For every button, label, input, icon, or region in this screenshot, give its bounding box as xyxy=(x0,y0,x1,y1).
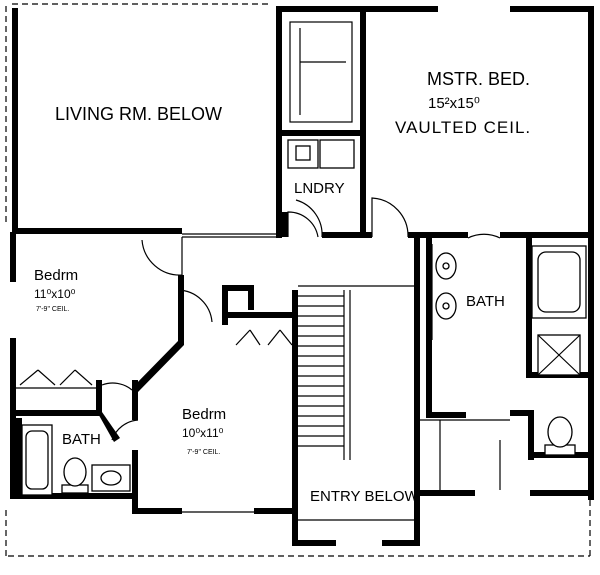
doors xyxy=(101,197,501,441)
bedroom-center-size: 10⁰x11⁰ xyxy=(182,426,224,440)
master-bed-size: 15²x15⁰ xyxy=(428,95,480,112)
fixtures xyxy=(61,139,576,494)
bath-left-label: BATH xyxy=(62,431,101,448)
bedroom-center-note: 7'-9" CEIL. xyxy=(187,449,220,456)
laundry-label: LNDRY xyxy=(294,180,345,197)
bedroom-left-label: Bedrm xyxy=(34,267,78,284)
entry-below-label: ENTRY BELOW xyxy=(310,488,419,505)
living-below-label: LIVING RM. BELOW xyxy=(55,104,222,124)
master-bed-note: VAULTED CEIL. xyxy=(395,118,531,137)
bedroom-left-note: 7'-9" CEIL. xyxy=(36,306,69,313)
bedroom-left-size: 11⁰x10⁰ xyxy=(34,287,76,301)
bedroom-center-label: Bedrm xyxy=(182,406,226,423)
thin-lines xyxy=(16,21,587,521)
master-bed-label: MSTR. BED. xyxy=(427,69,530,89)
bath-right-label: BATH xyxy=(466,293,505,310)
stair-treads xyxy=(298,295,344,447)
walls xyxy=(10,6,594,546)
dashed-outlines xyxy=(5,3,591,560)
